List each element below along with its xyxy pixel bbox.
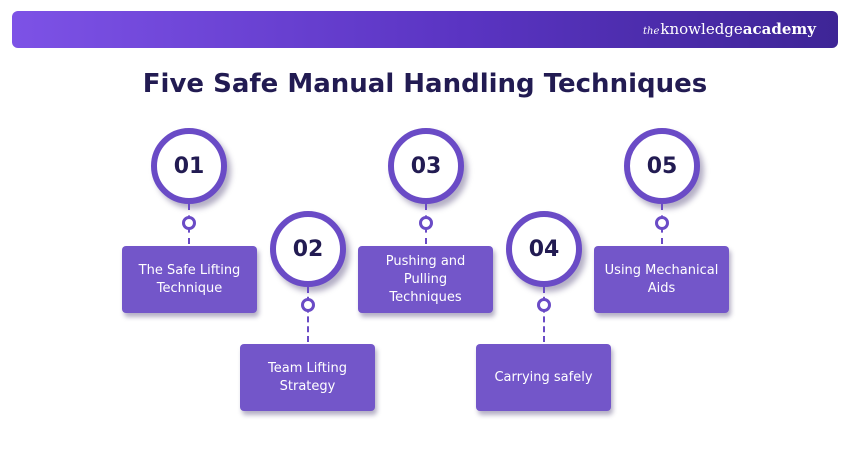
header-banner: theknowledgeacademy [12, 11, 838, 48]
step-5-box: Using Mechanical Aids [594, 246, 729, 313]
step-2-connector-dot [301, 298, 315, 312]
step-4-connector-dot [537, 298, 551, 312]
step-4-number-circle: 04 [506, 211, 582, 287]
step-1-connector-dot [182, 216, 196, 230]
step-5-connector-dot [655, 216, 669, 230]
step-3-box: Pushing and Pulling Techniques [358, 246, 493, 313]
step-3-connector-dot [419, 216, 433, 230]
step-5-number-circle: 05 [624, 128, 700, 204]
brand-logo: theknowledgeacademy [643, 20, 816, 38]
step-1-box: The Safe Lifting Technique [122, 246, 257, 313]
step-2-connector [307, 287, 309, 342]
step-1-number-circle: 01 [151, 128, 227, 204]
step-3-number-circle: 03 [388, 128, 464, 204]
step-4-connector [543, 287, 545, 342]
page-title: Five Safe Manual Handling Techniques [142, 69, 708, 99]
step-2-number-circle: 02 [270, 211, 346, 287]
step-4-box: Carrying safely [476, 344, 611, 411]
step-2-box: Team Lifting Strategy [240, 344, 375, 411]
